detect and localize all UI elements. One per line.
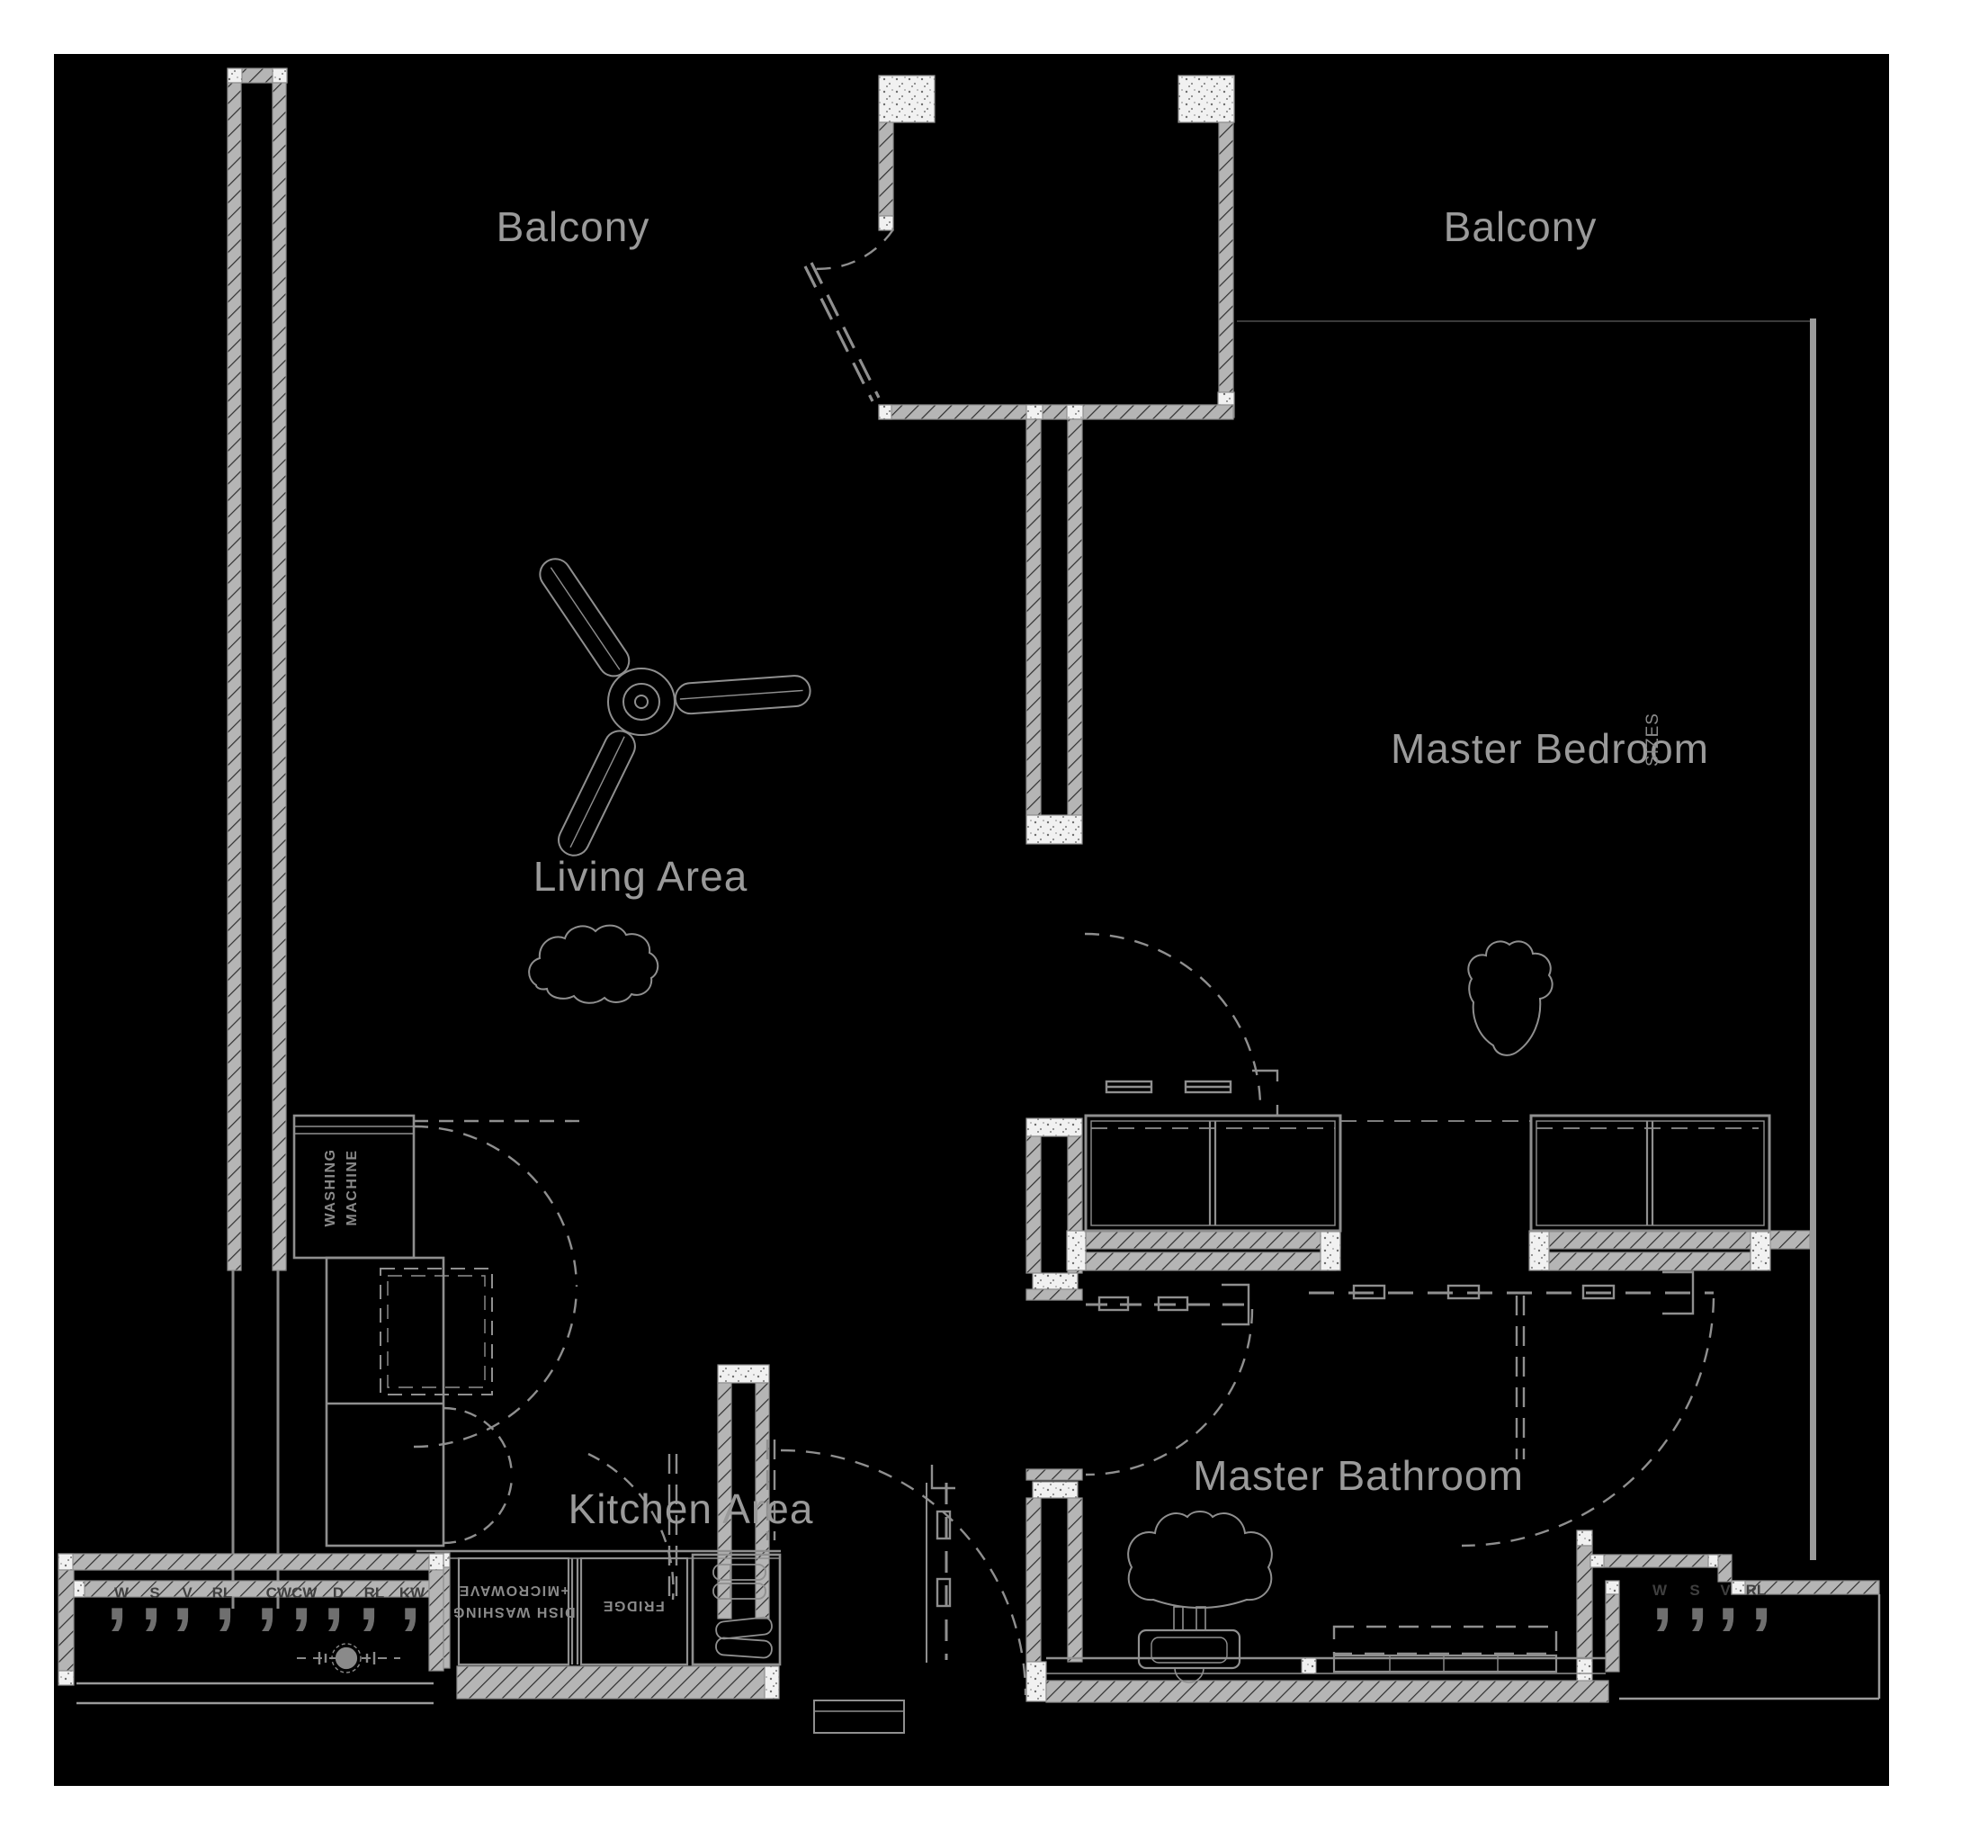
wall-services-left bbox=[58, 1553, 444, 1705]
bathroom-pocket-door bbox=[1085, 1283, 1254, 1476]
wall-central-upper bbox=[1025, 418, 1083, 845]
pipe-icon: , bbox=[256, 1551, 277, 1636]
wall-window-right bbox=[1237, 318, 1816, 1560]
utility-label: KW bbox=[399, 1584, 425, 1601]
fixtures bbox=[292, 558, 1771, 1683]
pipe-icon: , bbox=[1717, 1551, 1738, 1636]
pipe-icon: , bbox=[106, 1551, 127, 1636]
hall-sliding-door bbox=[926, 1465, 955, 1663]
shoe-cabinet bbox=[691, 1553, 782, 1666]
shoes-icon bbox=[712, 1564, 773, 1659]
utility-label: S bbox=[1689, 1582, 1699, 1599]
bathroom-bedroom-door bbox=[1309, 1270, 1715, 1547]
label-master-bedroom: Master Bedroom bbox=[1391, 725, 1709, 772]
closet-doors bbox=[413, 1119, 583, 1545]
pipe-icon: , bbox=[214, 1551, 235, 1636]
pipe-icon: , bbox=[172, 1551, 193, 1636]
utility-label: V bbox=[182, 1584, 193, 1601]
living-figure bbox=[528, 924, 659, 1004]
wall-left-shaft bbox=[227, 67, 288, 1609]
utility-label: W bbox=[1652, 1582, 1668, 1599]
utilities-right-pipes: , , , , bbox=[1652, 1551, 1771, 1636]
pipe-icon: , bbox=[323, 1551, 344, 1636]
wall-entry bbox=[717, 1364, 770, 1619]
utility-label: RL bbox=[212, 1584, 233, 1601]
kitchen-counter bbox=[416, 1549, 782, 1666]
label-master-bathroom: Master Bathroom bbox=[1193, 1452, 1524, 1499]
ceiling-fan-icon bbox=[539, 558, 811, 857]
utility-label: S bbox=[149, 1584, 159, 1601]
toilet-icon bbox=[1127, 1511, 1273, 1609]
sink-icon bbox=[1137, 1606, 1241, 1683]
wall-bathroom-bottom bbox=[1045, 1680, 1609, 1703]
pipe-icon: , bbox=[1652, 1551, 1672, 1636]
entry-door bbox=[766, 1440, 1027, 1734]
label-balcony-right: Balcony bbox=[1444, 203, 1598, 250]
label-machine: MACHINE bbox=[345, 1149, 360, 1225]
utility-label: V bbox=[1720, 1582, 1731, 1599]
wall-under-wardrobe-1 bbox=[1066, 1230, 1341, 1271]
fridge-box bbox=[579, 1556, 689, 1666]
labels: Balcony Balcony Living Area Kitchen Area… bbox=[106, 203, 1771, 1636]
bathroom-fixtures bbox=[1046, 1511, 1606, 1683]
label-balcony-left: Balcony bbox=[497, 203, 650, 250]
balcony-door bbox=[803, 229, 894, 402]
label-washing: WASHING bbox=[323, 1149, 338, 1227]
label-living-area: Living Area bbox=[533, 853, 748, 900]
wall-bathroom-right bbox=[1576, 1530, 1593, 1682]
bedroom-figure bbox=[1467, 940, 1554, 1056]
utility-label: D bbox=[333, 1584, 344, 1601]
pipe-icon: , bbox=[1751, 1551, 1771, 1636]
utility-label: RL bbox=[364, 1584, 385, 1601]
wall-services-right bbox=[1590, 1554, 1881, 1700]
pipe-icon: , bbox=[1687, 1551, 1707, 1636]
pipe-icon: , bbox=[399, 1551, 420, 1636]
washing-machine-closet bbox=[292, 1114, 493, 1547]
wardrobe-2 bbox=[1340, 1114, 1771, 1233]
dishwasher-box bbox=[457, 1556, 570, 1666]
label-sizes: SIZES bbox=[1643, 713, 1662, 767]
utilities-right-labels: W S V RL bbox=[1652, 1582, 1766, 1599]
wardrobe-1 bbox=[1084, 1114, 1342, 1233]
utilities-left-pipes: , , , , , , , , , bbox=[106, 1551, 420, 1636]
pipe-icon: , bbox=[291, 1551, 311, 1636]
label-microwave: +MICROWAVE bbox=[458, 1583, 569, 1598]
label-kitchen-area: Kitchen Area bbox=[569, 1485, 814, 1532]
valve-symbol bbox=[297, 1643, 400, 1673]
plan-background bbox=[54, 54, 1889, 1786]
walls bbox=[58, 67, 1881, 1705]
bathtub-icon bbox=[1332, 1625, 1558, 1673]
label-fridge: FRIDGE bbox=[602, 1598, 664, 1613]
pipe-icon: , bbox=[140, 1551, 161, 1636]
utility-label: W bbox=[114, 1584, 130, 1601]
wall-under-wardrobe-2 bbox=[1528, 1230, 1811, 1271]
pipe-icon: , bbox=[358, 1551, 379, 1636]
label-dishwashing: DISH WASHING bbox=[452, 1604, 575, 1619]
utility-label: CWCW bbox=[266, 1584, 318, 1601]
utilities-left-labels: W S V RL CWCW D RL KW bbox=[114, 1584, 425, 1601]
wall-centre-balcony bbox=[878, 75, 1235, 420]
utility-label: RL bbox=[1746, 1582, 1767, 1599]
kitchen-door bbox=[587, 1452, 678, 1601]
doors bbox=[413, 229, 1715, 1734]
